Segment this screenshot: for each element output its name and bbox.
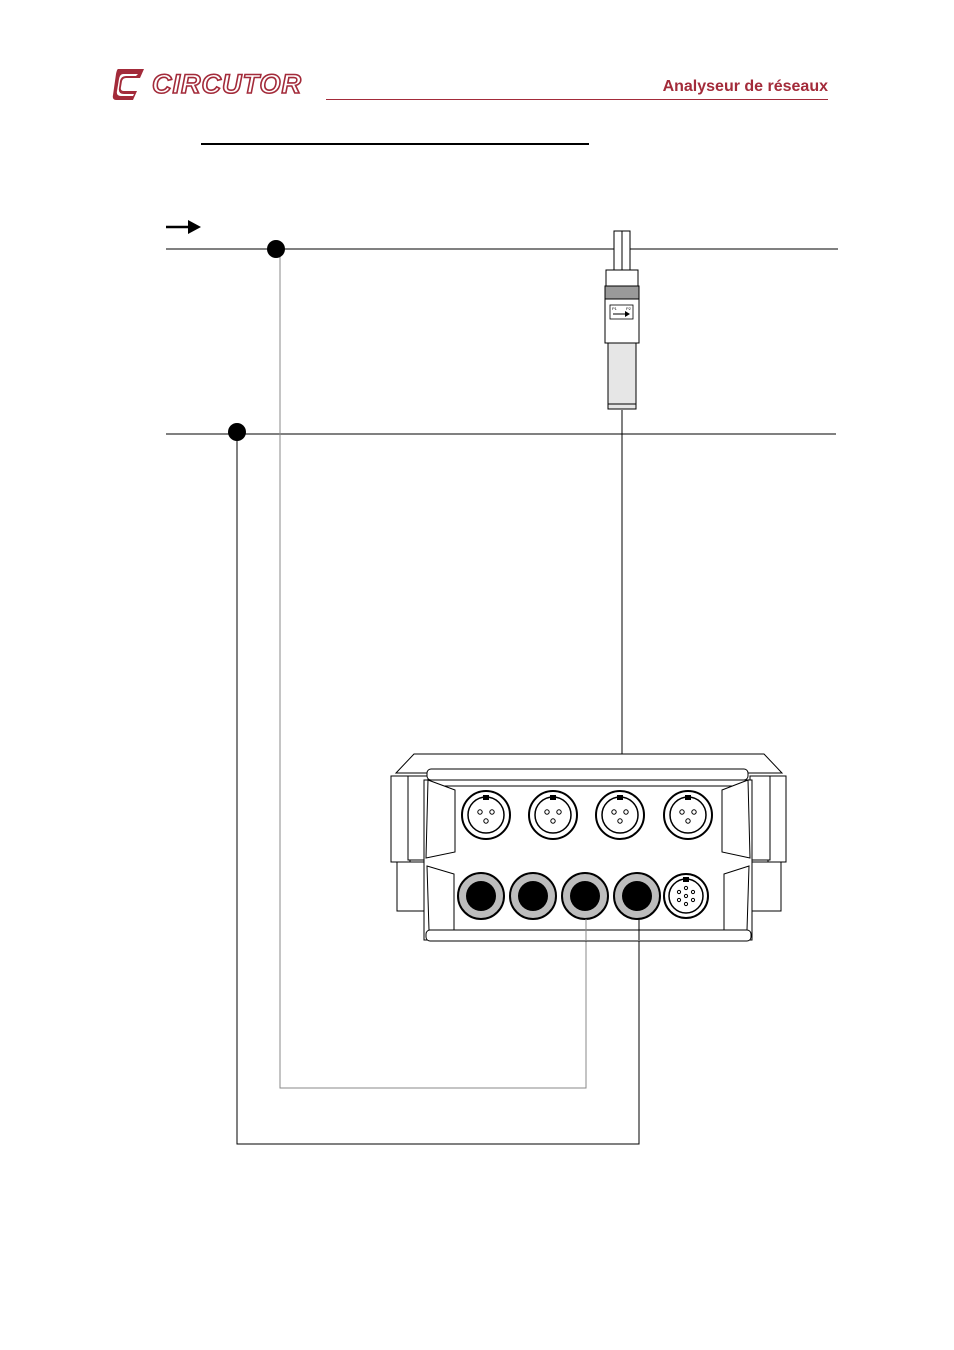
brand-logo: CIRCUTOR <box>112 66 302 102</box>
arrow-right-icon <box>166 220 201 234</box>
neutral-voltage-wire <box>236 434 640 1145</box>
current-input-connector-2 <box>528 790 578 840</box>
phase-voltage-wire <box>279 249 587 1089</box>
phase-connection-point <box>267 240 285 258</box>
current-input-connector-1 <box>461 790 511 840</box>
current-clamp-icon: P1 P2 <box>604 230 640 410</box>
multi-pin-connector <box>663 873 709 919</box>
section-title-underline <box>201 143 589 145</box>
voltage-input-socket-1 <box>457 872 505 920</box>
voltage-input-socket-neutral <box>613 872 661 920</box>
voltage-input-socket-3 <box>561 872 609 920</box>
voltage-input-socket-2 <box>509 872 557 920</box>
clamp-label-p1: P1 <box>612 306 618 311</box>
circutor-logo-icon <box>112 69 144 100</box>
document-title: Analyseur de réseaux <box>662 78 828 95</box>
current-input-connector-4 <box>663 790 713 840</box>
header-divider <box>326 99 828 100</box>
brand-name: CIRCUTOR <box>151 68 303 100</box>
neutral-connection-point <box>228 423 246 441</box>
p1-p2-arrow-icon <box>613 311 630 317</box>
current-input-connector-3 <box>595 790 645 840</box>
clamp-label-p2: P2 <box>626 306 632 311</box>
analyzer-device <box>390 753 787 942</box>
